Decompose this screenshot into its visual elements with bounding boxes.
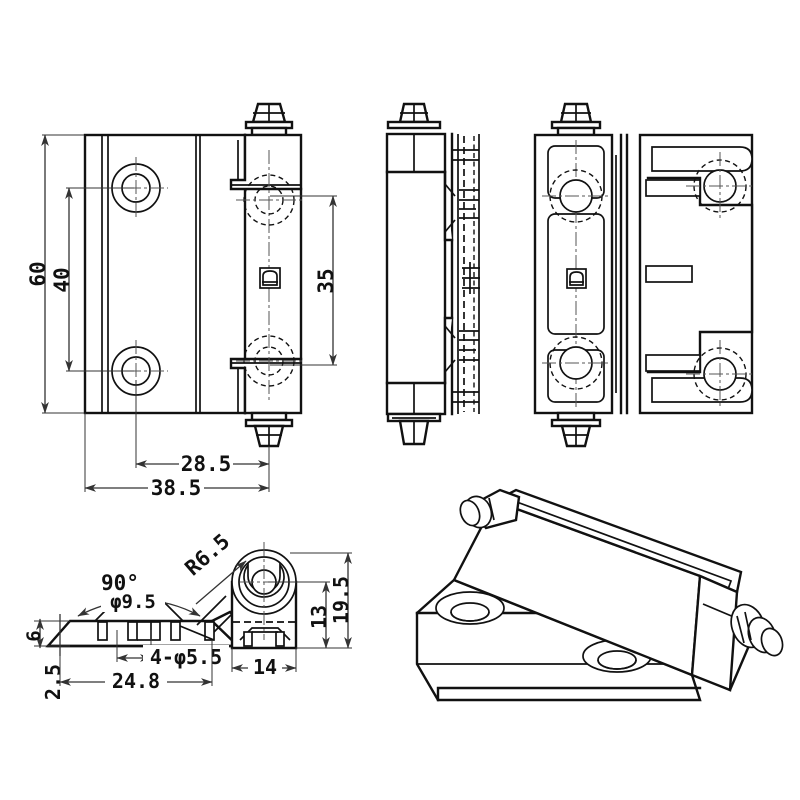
dimension-overall-depth: 19.5	[290, 552, 353, 649]
side-hidden-detail-lower	[459, 330, 479, 361]
dimension-label-4-phi5-5: 4-φ5.5	[150, 645, 222, 669]
dimension-label-28-5: 28.5	[181, 452, 232, 476]
dimension-label-35: 35	[314, 268, 338, 293]
side-body-outline	[385, 132, 447, 416]
dimension-label-90deg: 90°	[101, 571, 139, 595]
dimension-overall-width: 38.5	[84, 413, 270, 500]
side-view-top-pin	[386, 102, 442, 130]
iso-pin-right	[730, 603, 784, 657]
rear-right-hole-lower	[686, 340, 754, 406]
front-view-top-pin	[244, 102, 294, 137]
dimension-hole-count-dia: 4-φ5.5	[116, 630, 229, 669]
front-center-detail	[259, 267, 281, 289]
dimension-knuckle-length: 35	[270, 195, 338, 366]
side-hidden-detail-upper	[459, 189, 479, 219]
dimension-base-length: 24.8	[59, 640, 213, 693]
rear-view	[533, 102, 754, 448]
front-hidden-hole-upper	[236, 174, 302, 226]
dimension-label-phi9-5: φ9.5	[110, 591, 156, 613]
dimension-hole-offset: 28.5	[135, 380, 270, 476]
dimension-label-r6-5: R6.5	[180, 529, 234, 580]
dimension-label-38-5: 38.5	[151, 476, 202, 500]
dimension-height-to-axis: 13	[268, 581, 331, 649]
front-hidden-hole-lower	[236, 335, 302, 387]
dimension-label-19-5: 19.5	[329, 576, 353, 624]
side-view-bottom-pin	[386, 412, 442, 446]
iso-pin-left	[459, 495, 493, 529]
rear-right-hole-upper	[686, 152, 754, 220]
dimension-countersink-dia: φ9.5	[101, 591, 165, 613]
dimension-hole-spacing: 40	[50, 187, 134, 372]
dimension-label-6: 6	[23, 630, 45, 641]
section-view: 90° φ9.5 6 2.5 4-φ	[23, 570, 254, 700]
rear-view-bottom-pin	[550, 411, 602, 448]
dimension-label-60: 60	[26, 261, 50, 286]
rear-hole-upper	[542, 169, 610, 223]
side-hidden-detail-center	[462, 262, 480, 294]
dimension-label-40: 40	[50, 267, 74, 292]
side-view	[385, 102, 480, 446]
rear-hole-lower	[542, 336, 610, 390]
rear-center-detail	[566, 268, 587, 289]
dimension-label-14: 14	[253, 655, 277, 679]
rear-view-top-pin	[550, 102, 602, 137]
dimension-overall-height: 60	[26, 134, 84, 414]
isometric-view	[415, 488, 784, 702]
dimension-knuckle-width: 14	[231, 648, 297, 679]
end-view: R6.5 13 19.5 14	[180, 529, 353, 679]
front-view-bottom-pin	[244, 411, 294, 448]
iso-hole-left	[435, 591, 505, 625]
dimension-label-24-8: 24.8	[112, 669, 160, 693]
front-view: 60 40 35 28.5 38.5	[26, 102, 338, 500]
dimension-label-13: 13	[307, 605, 331, 629]
